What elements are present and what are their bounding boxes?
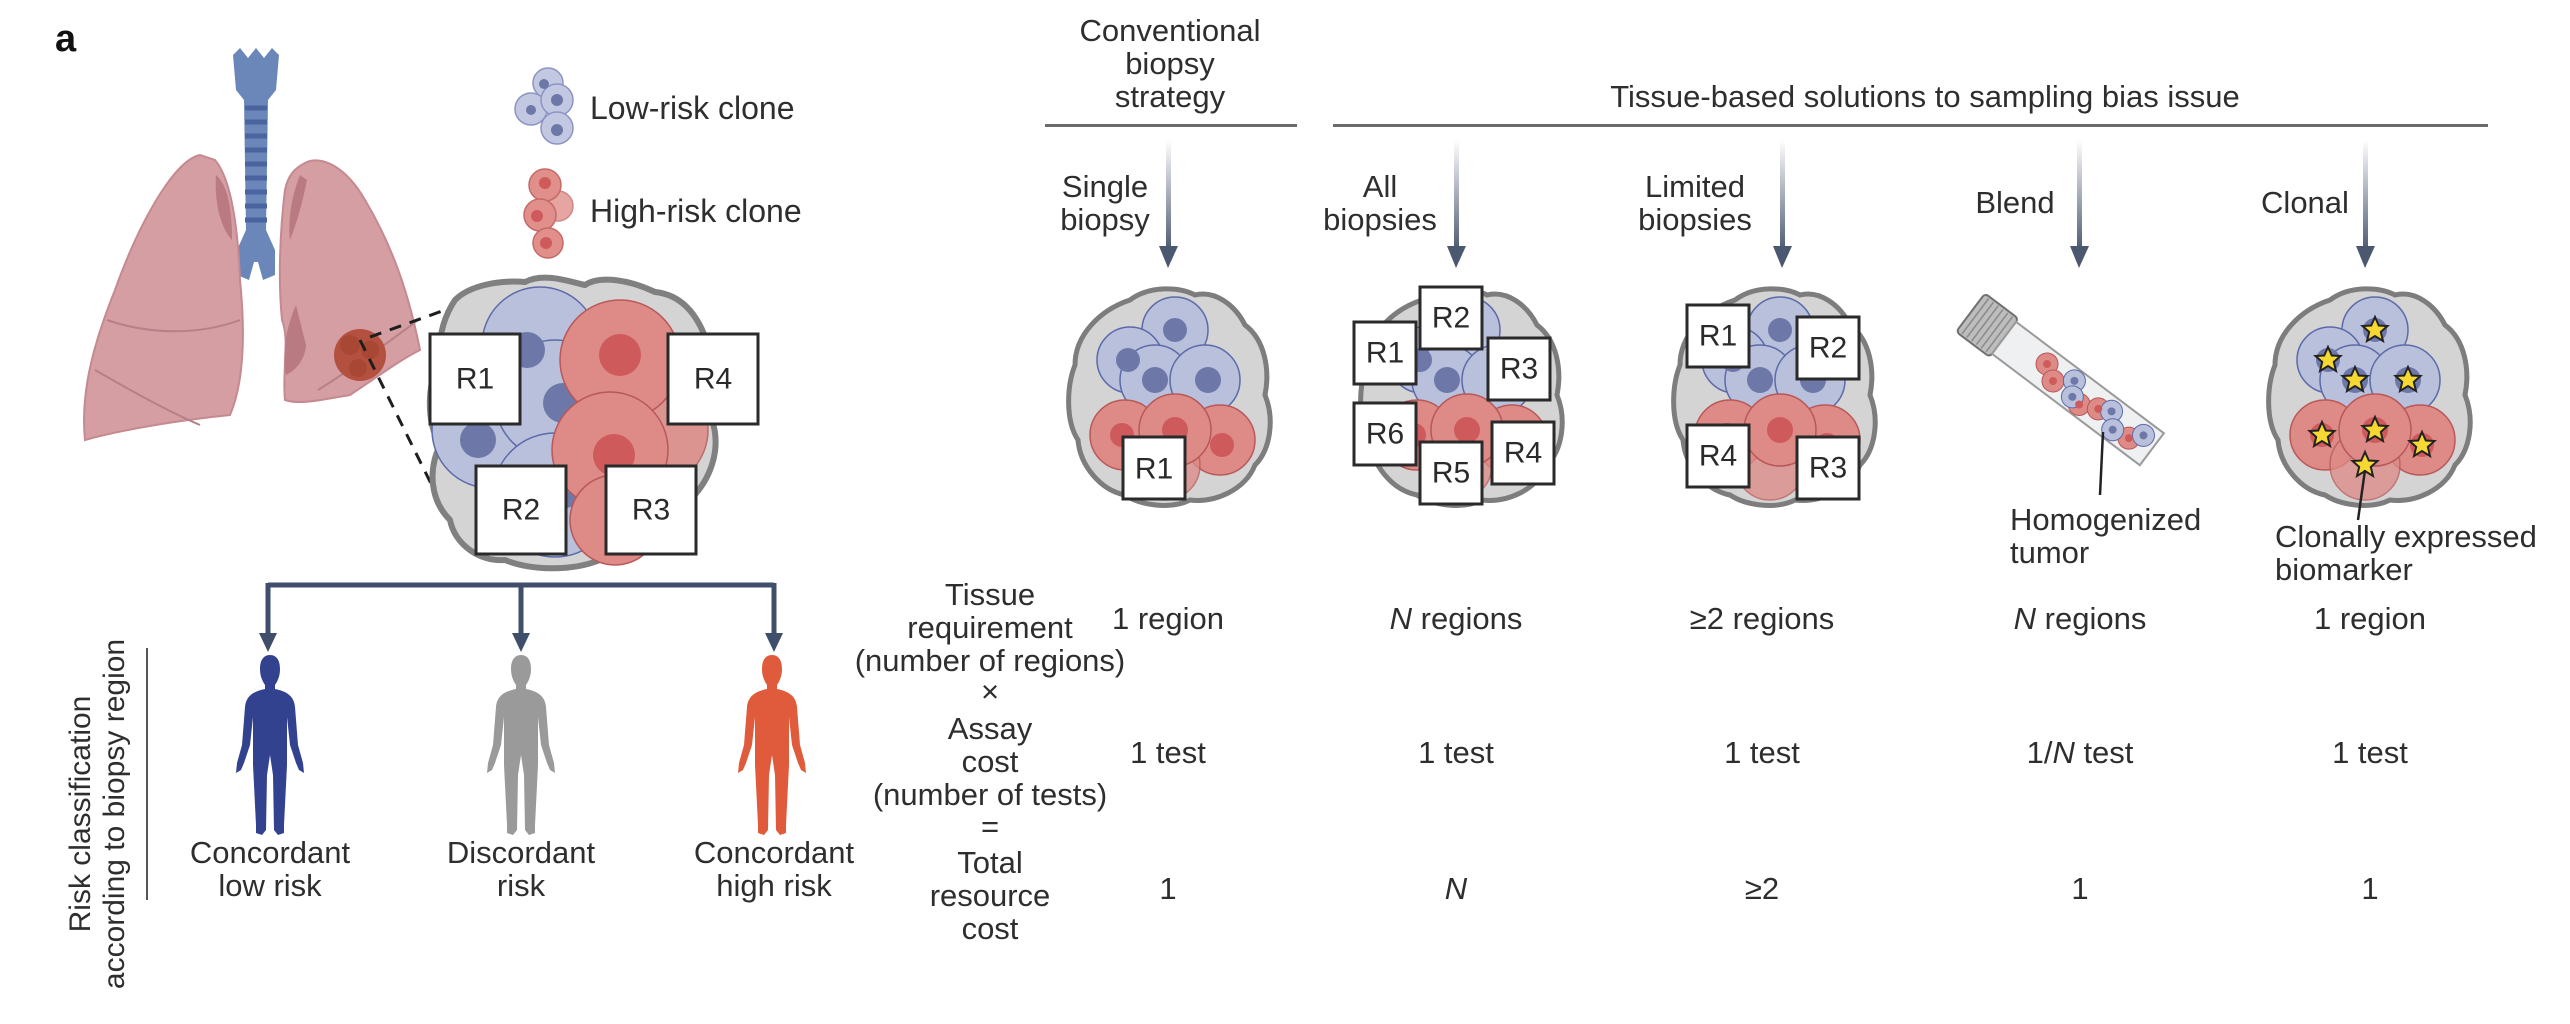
low-risk-clone-icon [514,67,574,145]
assay-all: 1 test [1418,735,1494,770]
region-box-r3: R3 [1795,435,1861,501]
tumor-all-biopsies: R1 R2 R3 R4 R5 R6 [1352,285,1562,506]
arrow-blend [2070,140,2089,268]
strategy-illustrations: R1 R1 R2 R3 R4 R5 R6 R1 R2 R3 R4 [0,140,2570,521]
strategy-label-single: Single biopsy [1060,169,1150,237]
svg-text:R4: R4 [1699,440,1737,473]
svg-text:R2: R2 [1432,302,1470,335]
total-clonal: 1 [2361,871,2379,906]
lung-right-icon [278,159,422,404]
legend-high-risk: High-risk clone [590,193,802,229]
assay-blend: 1/N test [2026,735,2134,770]
region-box-r2: R2 [474,464,568,556]
region-box-r4: R4 [1685,423,1751,489]
assay-single: 1 test [1130,735,1206,770]
blend-tube-icon [1956,294,2166,467]
tissue-limited: ≥2 regions [1689,601,1835,636]
strategy-label-limited: Limited biopsies [1638,169,1752,237]
row-label-times: × [980,674,1000,709]
svg-text:R3: R3 [632,494,670,527]
tissue-all: N regions [1389,601,1523,636]
outcome-label-discordant: Discordant risk [446,835,596,903]
header-conventional: Conventional biopsy strategy [1079,13,1261,114]
arrow-single-biopsy [1159,140,1178,268]
strategy-label-blend: Blend [1975,185,2055,220]
total-limited: ≥2 [1744,871,1780,906]
svg-text:R4: R4 [694,363,732,396]
svg-text:R1: R1 [1699,320,1737,353]
svg-text:R1: R1 [1366,337,1404,370]
tumor-limited-biopsies: R1 R2 R3 R4 [1674,289,1876,506]
header-divider-conventional [1045,124,1297,127]
total-single: 1 [1159,871,1177,906]
lung-left-icon [83,153,244,442]
region-box-r1: R1 [1121,435,1187,501]
strategy-label-clonal: Clonal [2261,185,2349,220]
high-risk-clone-icon [523,168,574,259]
total-all: N [1444,871,1468,906]
outcome-label-concordant-low: Concordant low risk [189,835,351,903]
svg-text:R3: R3 [1809,452,1847,485]
tumor-single-biopsy: R1 [1069,289,1271,506]
tissue-single: 1 region [1111,601,1225,636]
lungs-illustration: R1 R2 R3 R4 [83,48,783,652]
tumor-clonal [2269,289,2471,506]
total-blend: 1 [2071,871,2089,906]
region-box-r2: R2 [1795,315,1861,381]
blend-annotation: Homogenized tumor [2010,502,2202,570]
assay-clonal: 1 test [2332,735,2408,770]
risk-axis-divider [146,648,148,900]
region-box-r5: R5 [1418,440,1484,506]
outcome-label-concordant-high: Concordant high risk [693,835,855,903]
region-box-r1: R1 [1352,320,1418,386]
header-divider-tissue-based [1333,124,2488,127]
clonal-annotation: Clonally expressed biomarker [2275,519,2537,587]
svg-text:R1: R1 [1135,453,1173,486]
header-tissue-based: Tissue-based solutions to sampling bias … [1610,79,2240,114]
main-tumor: R1 R2 R3 R4 [426,274,760,572]
arrow-clonal [2356,140,2375,268]
strategy-label-all: All biopsies [1323,169,1437,237]
row-label-total: Total resource cost [929,845,1051,946]
region-box-r1: R1 [1685,303,1751,369]
blend-annotation-line [2098,431,2105,496]
panel-label: a [55,18,77,60]
region-box-r6: R6 [1352,401,1418,467]
region-box-r4: R4 [666,332,760,426]
assay-limited: 1 test [1724,735,1800,770]
tissue-clonal: 1 region [2313,601,2427,636]
row-label-equals: = [980,809,1000,844]
region-box-r2: R2 [1418,285,1484,351]
region-box-r1: R1 [428,332,522,426]
row-label-assay: Assay cost (number of tests) [872,711,1108,812]
region-label: R1 [456,363,494,396]
svg-text:R6: R6 [1366,418,1404,451]
region-box-r3: R3 [604,464,698,556]
trachea-icon [233,48,279,280]
legend-low-risk: Low-risk clone [590,90,795,126]
branch-arrows [265,582,777,640]
region-box-r4: R4 [1490,420,1556,486]
row-label-tissue: Tissue requirement (number of regions) [854,577,1126,678]
clonal-annotation-line [2356,469,2367,521]
svg-text:R3: R3 [1500,353,1538,386]
arrow-limited-biopsies [1773,140,1792,268]
svg-text:R5: R5 [1432,457,1470,490]
svg-text:R2: R2 [1809,332,1847,365]
svg-text:R4: R4 [1504,437,1542,470]
region-box-r3: R3 [1486,336,1552,402]
svg-text:R2: R2 [502,494,540,527]
arrow-all-biopsies [1447,140,1466,268]
tissue-blend: N regions [2013,601,2147,636]
